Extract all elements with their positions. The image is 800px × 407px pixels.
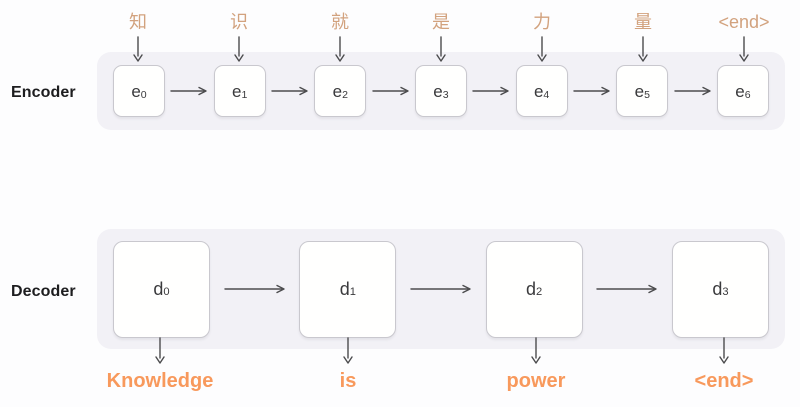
cell-subscript: 1 [241, 88, 248, 101]
input-token-label: <end> [718, 12, 770, 32]
output-token-label: Knowledge [106, 370, 214, 392]
encoder-input-token: <end> [704, 10, 784, 62]
arrow-down-icon [436, 36, 446, 62]
arrow-down-icon [133, 36, 143, 62]
cell-label: d [712, 279, 723, 299]
encoder-input-token: 是 [401, 10, 481, 62]
cell-subscript: 1 [349, 286, 356, 299]
encoder-input-token: 就 [300, 10, 380, 62]
input-token-label: 识 [230, 12, 248, 32]
input-token-label: 力 [533, 12, 551, 32]
output-token-label: <end> [694, 370, 754, 392]
cell-label: d [153, 279, 164, 299]
cell-subscript: 0 [163, 286, 170, 299]
encoder-input-token: 力 [502, 10, 582, 62]
arrow-down-icon [234, 36, 244, 62]
cell-label: e [131, 81, 141, 101]
decoder-output-token: Knowledge [100, 337, 220, 393]
cell-subscript: 5 [644, 88, 650, 101]
cell-subscript: 2 [342, 88, 348, 101]
cell-subscript: 6 [744, 88, 751, 101]
arrow-right-icon [223, 284, 285, 294]
encoder-label: Encoder [11, 84, 76, 101]
decoder-output-token: power [476, 337, 596, 393]
cell-subscript: 3 [442, 88, 449, 101]
arrow-down-icon [343, 337, 353, 364]
cell-label: e [231, 81, 242, 101]
encoder-input-token: 知 [98, 10, 178, 62]
cell-subscript: 4 [543, 88, 550, 101]
decoder-label: Decoder [11, 283, 76, 300]
output-token-label: power [506, 370, 566, 392]
cell-subscript: 2 [536, 286, 543, 299]
arrow-right-icon [410, 284, 471, 294]
cell-label: d [526, 279, 537, 299]
arrow-right-icon [371, 86, 409, 96]
arrow-down-icon [531, 337, 541, 364]
decoder-output-token: <end> [664, 337, 784, 393]
input-token-label: 就 [331, 12, 349, 32]
arrow-right-icon [596, 284, 657, 294]
arrow-down-icon [739, 36, 749, 62]
cell-label: d [339, 279, 350, 299]
arrow-down-icon [537, 36, 547, 62]
cell-label: e [332, 81, 343, 101]
cell-label: e [735, 81, 745, 101]
input-token-label: 知 [129, 12, 147, 32]
arrow-right-icon [673, 86, 711, 96]
cell-subscript: 0 [140, 88, 147, 101]
encoder-input-token: 量 [603, 10, 683, 62]
arrow-down-icon [719, 337, 729, 364]
output-token-label: is [339, 370, 357, 392]
cell-label: e [533, 81, 544, 101]
input-token-label: 量 [634, 12, 652, 32]
cell-label: e [634, 81, 645, 101]
arrow-right-icon [271, 86, 308, 96]
cell-label: e [433, 81, 443, 101]
encoder-input-token: 识 [199, 10, 279, 62]
arrow-right-icon [170, 86, 208, 96]
arrow-down-icon [155, 337, 165, 364]
arrow-right-icon [573, 86, 610, 96]
arrow-down-icon [638, 36, 648, 62]
arrow-right-icon [472, 86, 509, 96]
cell-subscript: 3 [722, 286, 729, 299]
arrow-down-icon [335, 36, 345, 62]
input-token-label: 是 [432, 12, 450, 32]
decoder-output-token: is [288, 337, 408, 393]
